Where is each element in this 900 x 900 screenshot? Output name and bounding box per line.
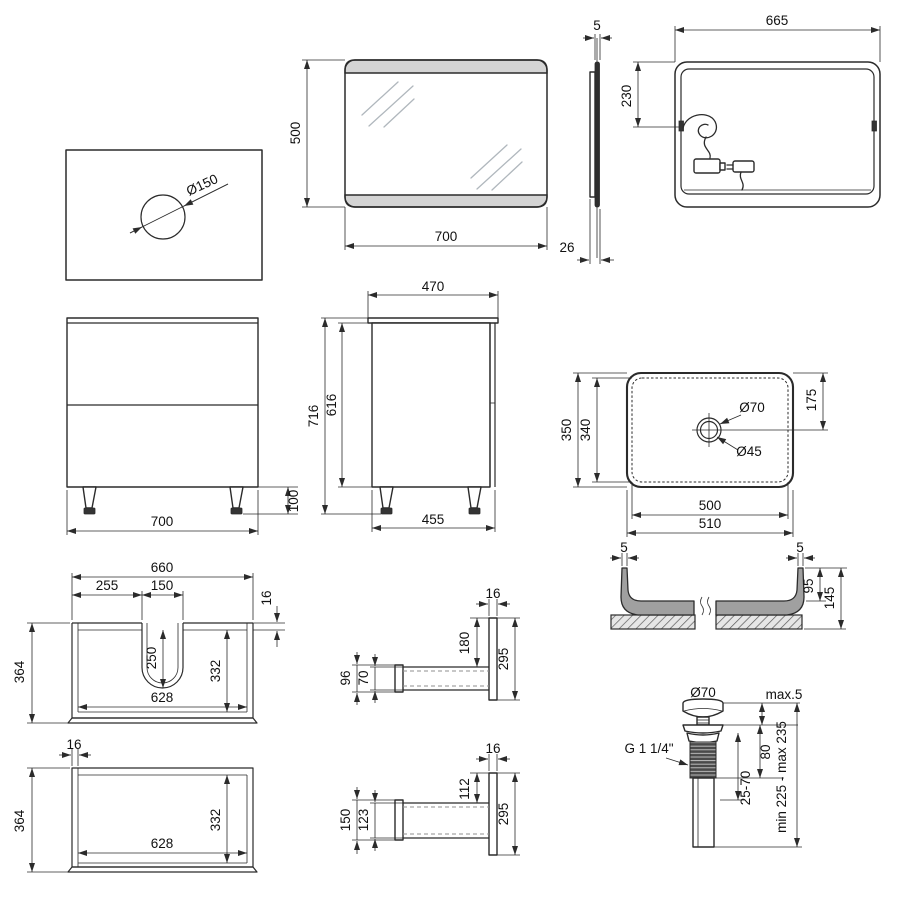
view-shelf-cutout: 660 255 150 16 364 250 332 628: [12, 560, 285, 724]
dim-thread-length: 80: [758, 744, 773, 759]
view-drain: Ø70 max.5 G 1 1/4" 80 25-70 min 225 - ma…: [624, 685, 803, 848]
view-sink-top: Ø70 Ø45 350 340 175 500 510: [559, 371, 828, 537]
view-shelf-plain: 16 364 332 628: [12, 737, 258, 873]
view-cabinet-side: 470 716 616 455: [306, 279, 499, 532]
dim-total-drain-height: min 225 - max 235: [774, 721, 789, 833]
dim-br2-thickness: 16: [485, 741, 500, 756]
hanger-bracket-left: [678, 120, 684, 132]
dim-hanger-offset: 230: [619, 85, 634, 108]
view-mirror-back: 665 230: [619, 13, 881, 208]
view-countertop-top: Ø150: [65, 149, 263, 281]
dim-br2-rail-outer: 150: [338, 809, 353, 832]
drain-cap: [682, 698, 724, 718]
dim-shelf2-inner-width: 628: [151, 836, 174, 851]
hanger-bracket-right: [871, 120, 877, 132]
dim-shelf1-inner-depth: 332: [208, 660, 223, 683]
dim-drain-outer: Ø70: [739, 400, 765, 415]
dim-glass-thickness: 5: [593, 18, 601, 33]
dim-mirror-width: 700: [435, 229, 458, 244]
dim-mirror-height: 500: [288, 122, 303, 145]
dim-drain-offset: 175: [804, 389, 819, 412]
view-bracket-lower: 16 112 295 123 150: [338, 741, 520, 856]
dim-backpanel-width: 665: [766, 13, 789, 28]
dim-bottom-depth: 455: [422, 512, 445, 527]
dim-shelf1-inner-width: 628: [151, 690, 174, 705]
dim-body-height: 616: [324, 394, 339, 417]
view-bracket-upper: 16 180 295 70 96: [338, 586, 520, 705]
power-cable: [682, 114, 755, 191]
dim-shelf1-thickness: 16: [259, 590, 274, 605]
dim-cutout-width: 150: [151, 578, 174, 593]
dim-drain-inner: Ø45: [736, 444, 762, 459]
dim-top-depth: 470: [422, 279, 445, 294]
dim-wall-right: 5: [796, 540, 804, 555]
dim-sink-inner-depth: 340: [578, 419, 593, 442]
dim-cutout-left-offset: 255: [96, 578, 119, 593]
dim-cutout-depth: 250: [144, 647, 159, 670]
dim-sink-outer-depth: 350: [559, 419, 574, 442]
dim-br1-offset: 180: [457, 632, 472, 655]
dim-drain-cap-diameter: Ø70: [690, 685, 716, 700]
mirror-glass-sparkle: [361, 81, 523, 191]
dim-shelf2-inner-depth: 332: [208, 809, 223, 832]
dim-shelf2-thickness: 16: [66, 737, 81, 752]
dim-total-height: 716: [306, 405, 321, 428]
view-mirror-side: 5 26: [559, 18, 614, 264]
dim-cap-protrusion: max.5: [766, 687, 803, 702]
dim-br2-rail-inner: 123: [356, 809, 371, 832]
dim-shelf1-width: 660: [151, 560, 174, 575]
dim-bowl-depth: 95: [801, 578, 816, 593]
cabinet-front-legs: [82, 486, 244, 515]
dim-wall-left: 5: [620, 540, 628, 555]
view-sink-section: 5 5 95 145: [610, 540, 847, 630]
dim-br1-height: 295: [496, 648, 511, 671]
dim-cabinet-width: 700: [151, 514, 174, 529]
dim-br1-rail-inner: 70: [356, 670, 371, 685]
dim-shelf2-depth: 364: [12, 809, 27, 832]
drain-thread-section: [689, 741, 717, 779]
dim-leg-height: 100: [286, 490, 301, 513]
dim-sink-height: 145: [822, 587, 837, 610]
dim-hole-diameter: Ø150: [184, 171, 220, 199]
dim-br1-rail-outer: 96: [338, 670, 353, 685]
dim-br1-thickness: 16: [485, 586, 500, 601]
dim-shelf1-depth: 364: [12, 660, 27, 683]
dim-br2-height: 295: [496, 803, 511, 826]
view-cabinet-front: 700 100: [66, 317, 301, 535]
cabinet-side-legs: [379, 486, 482, 515]
drain-hole: [692, 413, 726, 447]
label-thread-size: G 1 1/4": [624, 741, 673, 756]
dim-clamp-range: 25-70: [738, 771, 753, 806]
dim-mirror-depth: 26: [559, 240, 574, 255]
dim-sink-outer-width: 510: [699, 516, 722, 531]
dim-sink-inner-width: 500: [699, 498, 722, 513]
view-mirror-front: 500 700: [288, 59, 548, 250]
dim-br2-offset: 112: [457, 778, 472, 800]
